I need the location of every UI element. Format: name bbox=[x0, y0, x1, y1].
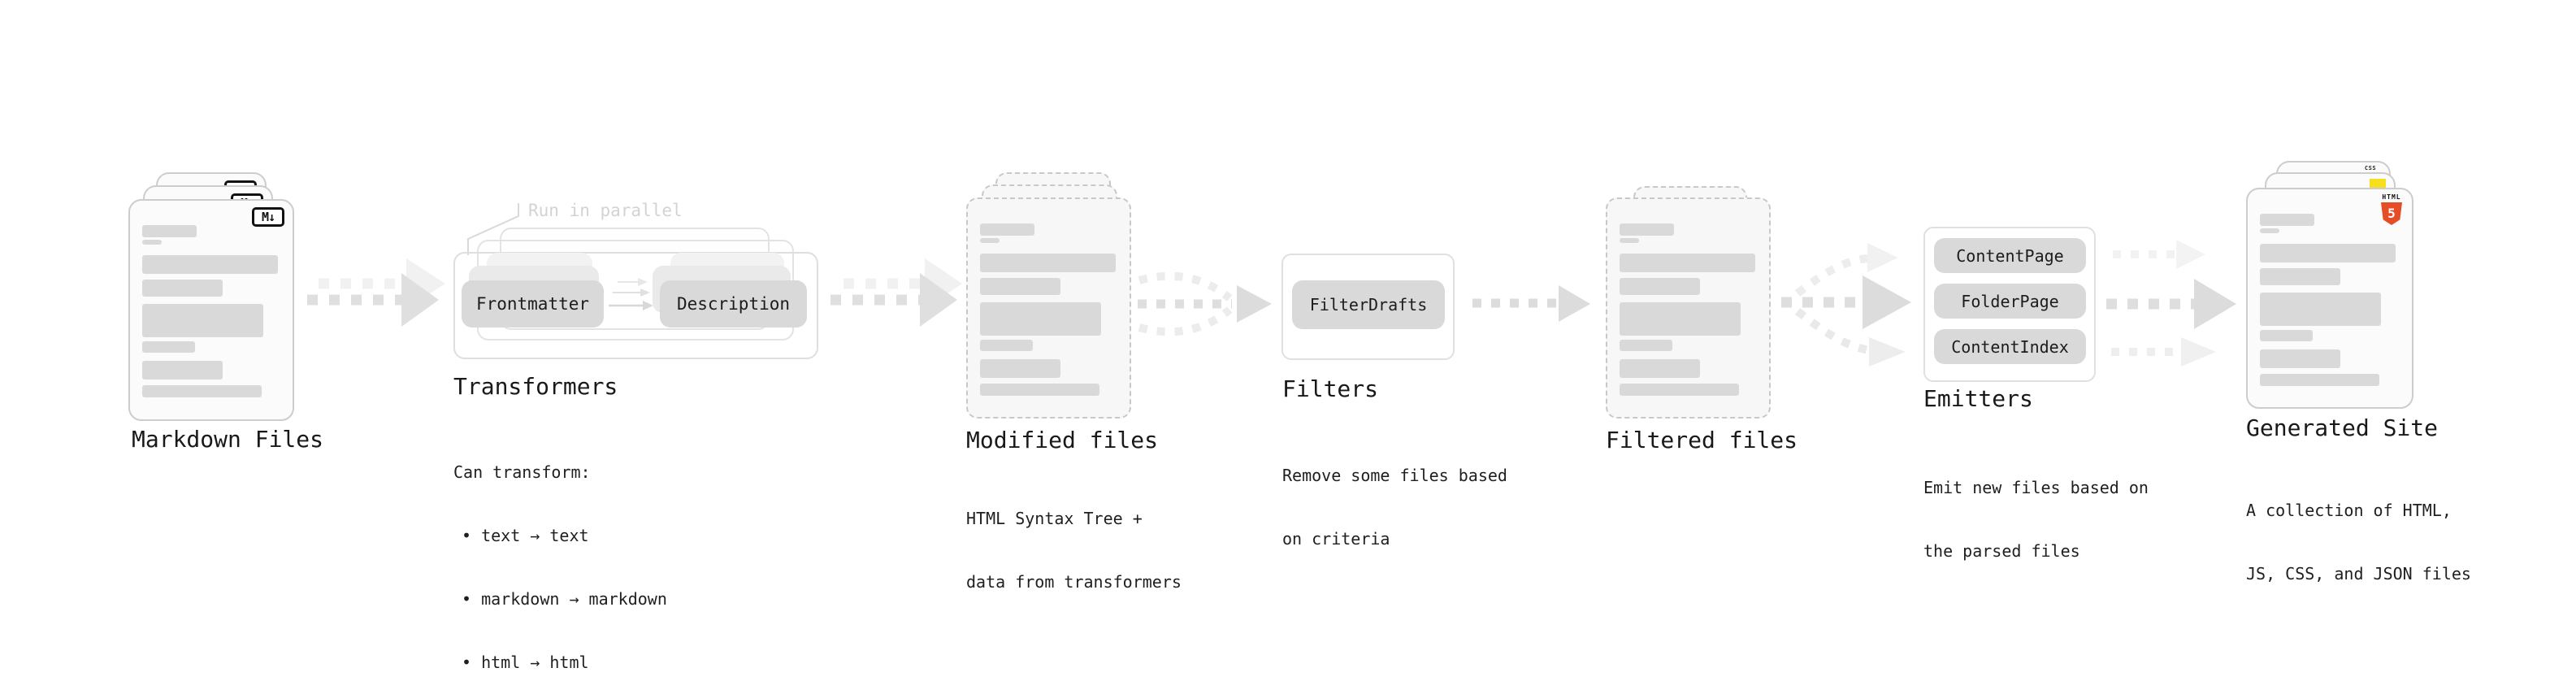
arrow-transformers-to-modified bbox=[830, 258, 962, 327]
markdown-icon: M↓ bbox=[252, 207, 284, 227]
filters-description: Remove some files based on criteria bbox=[1282, 466, 1507, 549]
section-title-transformers: Transformers bbox=[453, 373, 618, 400]
arrow-filtered-to-emitters bbox=[1781, 243, 1911, 367]
section-title-emitters: Emitters bbox=[1923, 385, 2033, 412]
arrow-filters-to-filtered bbox=[1472, 285, 1590, 322]
transformer-frame bbox=[453, 252, 818, 359]
transformer-step-description: Description bbox=[660, 280, 807, 327]
transformers-description: Can transform: • text → text • markdown … bbox=[453, 462, 667, 672]
emitter-folderpage: FolderPage bbox=[1934, 284, 2086, 319]
arrow-emitters-to-generated bbox=[2106, 240, 2236, 367]
generated-site-description: A collection of HTML, JS, CSS, and JSON … bbox=[2246, 501, 2471, 583]
emitter-contentindex: ContentIndex bbox=[1934, 329, 2086, 364]
section-title-markdown-files: Markdown Files bbox=[132, 426, 324, 453]
section-title-filtered-files: Filtered files bbox=[1606, 427, 1798, 453]
filtered-file-card bbox=[1606, 197, 1771, 419]
js-file-icon bbox=[2370, 179, 2386, 190]
section-title-filters: Filters bbox=[1282, 375, 1379, 402]
section-title-generated-site: Generated Site bbox=[2246, 414, 2439, 441]
filter-filterdrafts: FilterDrafts bbox=[1292, 280, 1445, 329]
section-title-modified-files: Modified files bbox=[966, 427, 1159, 453]
run-in-parallel-label: Run in parallel bbox=[528, 201, 683, 220]
emitters-description: Emit new files based on the parsed files bbox=[1923, 478, 2149, 561]
modified-file-card bbox=[966, 197, 1131, 419]
html5-icon: HTML 5 bbox=[2378, 193, 2405, 225]
arrow-markdown-to-transformers bbox=[307, 258, 445, 327]
modified-files-description: HTML Syntax Tree + data from transformer… bbox=[966, 509, 1182, 592]
markdown-file-card: M↓ bbox=[128, 199, 294, 421]
transformer-step-frontmatter: Frontmatter bbox=[462, 280, 604, 327]
generated-html-file-card: HTML 5 bbox=[2246, 188, 2413, 409]
emitter-contentpage: ContentPage bbox=[1934, 238, 2086, 273]
arrow-modified-to-filters bbox=[1138, 271, 1272, 336]
